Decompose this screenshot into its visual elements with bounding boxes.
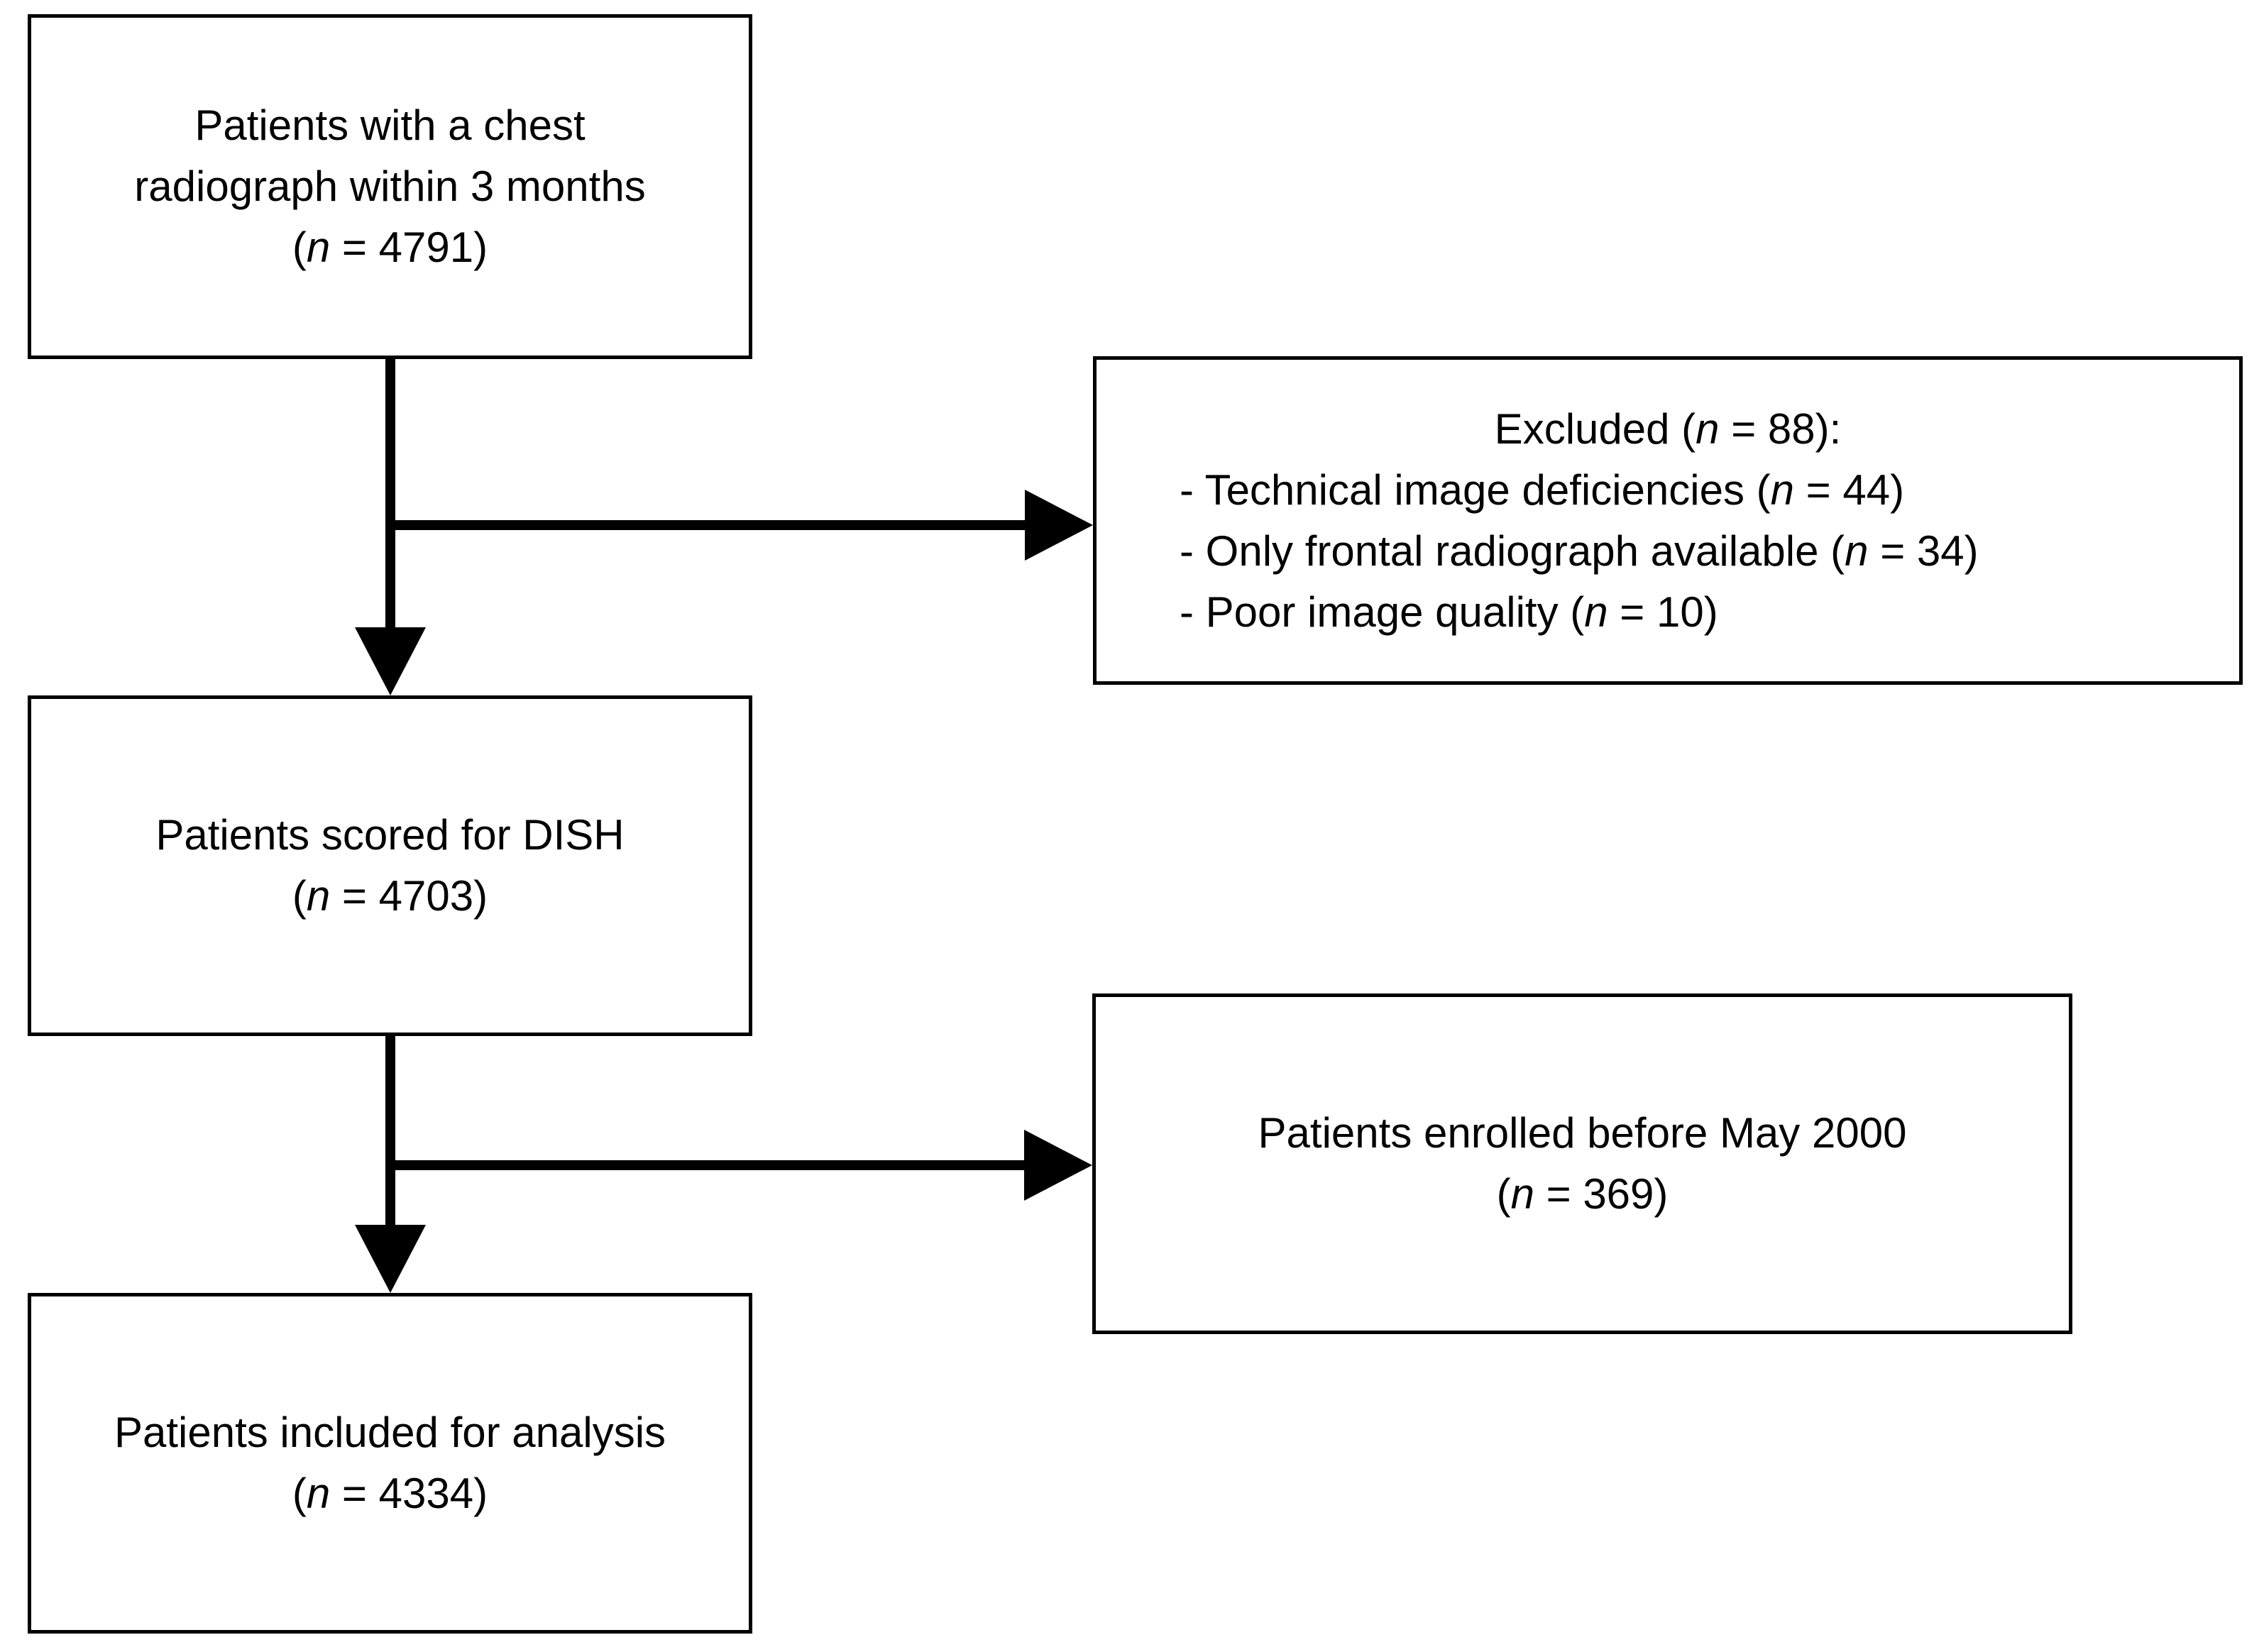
box-scored-for-dish: Patients scored for DISH (n = 4703) xyxy=(28,695,752,1036)
n-variable: n xyxy=(306,1470,331,1517)
flow-line-vertical-1 xyxy=(385,359,395,632)
box-enrolled-before-may-2000: Patients enrolled before May 2000 (n = 3… xyxy=(1092,993,2072,1334)
box-text-line: Patients included for analysis xyxy=(114,1409,666,1456)
flow-line-horizontal-2 xyxy=(385,1160,1028,1170)
arrow-down-icon xyxy=(355,627,426,695)
excluded-item: - Technical image deficiencies (n = 44) xyxy=(1180,466,1905,514)
excluded-item: - Only frontal radiograph available (n =… xyxy=(1180,527,1979,575)
arrow-down-icon xyxy=(355,1225,426,1293)
box-excluded: Excluded (n = 88): - Technical image def… xyxy=(1093,356,2243,685)
box-chest-radiograph: Patients with a chest radiograph within … xyxy=(28,14,752,359)
flow-line-vertical-2 xyxy=(385,1036,395,1229)
n-variable: n xyxy=(1510,1170,1534,1218)
n-variable: n xyxy=(1770,466,1794,514)
box-text-line: radiograph within 3 months xyxy=(134,163,646,210)
box-text-line: Patients scored for DISH xyxy=(155,811,625,859)
box-included-for-analysis: Patients included for analysis (n = 4334… xyxy=(28,1293,752,1634)
box-text-line: Patients with a chest xyxy=(194,101,586,149)
count-line: (n = 4703) xyxy=(292,872,488,920)
count-line: (n = 4791) xyxy=(292,224,488,271)
count-line: (n = 4334) xyxy=(292,1470,488,1517)
excluded-item: - Poor image quality (n = 10) xyxy=(1180,588,1718,636)
arrow-right-icon xyxy=(1024,1130,1092,1201)
flow-line-horizontal-1 xyxy=(385,520,1029,530)
n-variable: n xyxy=(1584,588,1608,636)
n-variable: n xyxy=(306,224,331,271)
count-line: (n = 369) xyxy=(1496,1170,1669,1218)
n-variable: n xyxy=(1696,404,1720,453)
n-variable: n xyxy=(306,872,331,920)
n-variable: n xyxy=(1845,527,1869,575)
arrow-right-icon xyxy=(1025,490,1093,561)
box-text-line: Patients enrolled before May 2000 xyxy=(1258,1109,1907,1157)
excluded-title: Excluded (n = 88): xyxy=(1494,404,1842,453)
